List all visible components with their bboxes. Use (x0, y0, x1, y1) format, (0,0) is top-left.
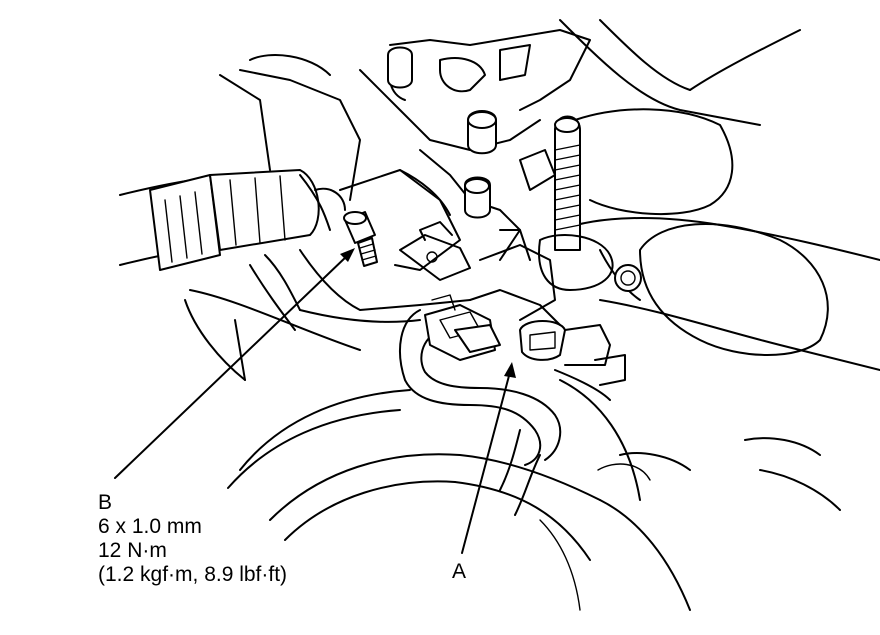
cylinder-head (359, 29, 591, 321)
intake-hose (119, 54, 361, 271)
callout-b-letter: B (98, 491, 113, 514)
engine-block-right (559, 19, 880, 511)
callout-a-letter: A (452, 560, 467, 583)
callout-b-torque-alt: (1.2 kgf·m, 8.9 lbf·ft) (98, 563, 288, 586)
leader-line-a (461, 371, 511, 554)
leader-lines (114, 248, 516, 554)
callout-b-torque: 12 N·m (98, 539, 167, 562)
leader-line-b (114, 254, 349, 479)
sensor-harness (399, 289, 626, 516)
stud-bolt (538, 115, 614, 291)
transmission-housing (184, 289, 691, 611)
arrowhead-b (340, 248, 355, 262)
bolt-b (343, 211, 378, 267)
callout-b-size: 6 x 1.0 mm (98, 515, 202, 538)
callout-a: A (452, 560, 466, 584)
arrowhead-a (504, 362, 516, 378)
callout-b: B 6 x 1.0 mm 12 N·m (1.2 kgf·m, 8.9 lbf·… (98, 491, 287, 587)
